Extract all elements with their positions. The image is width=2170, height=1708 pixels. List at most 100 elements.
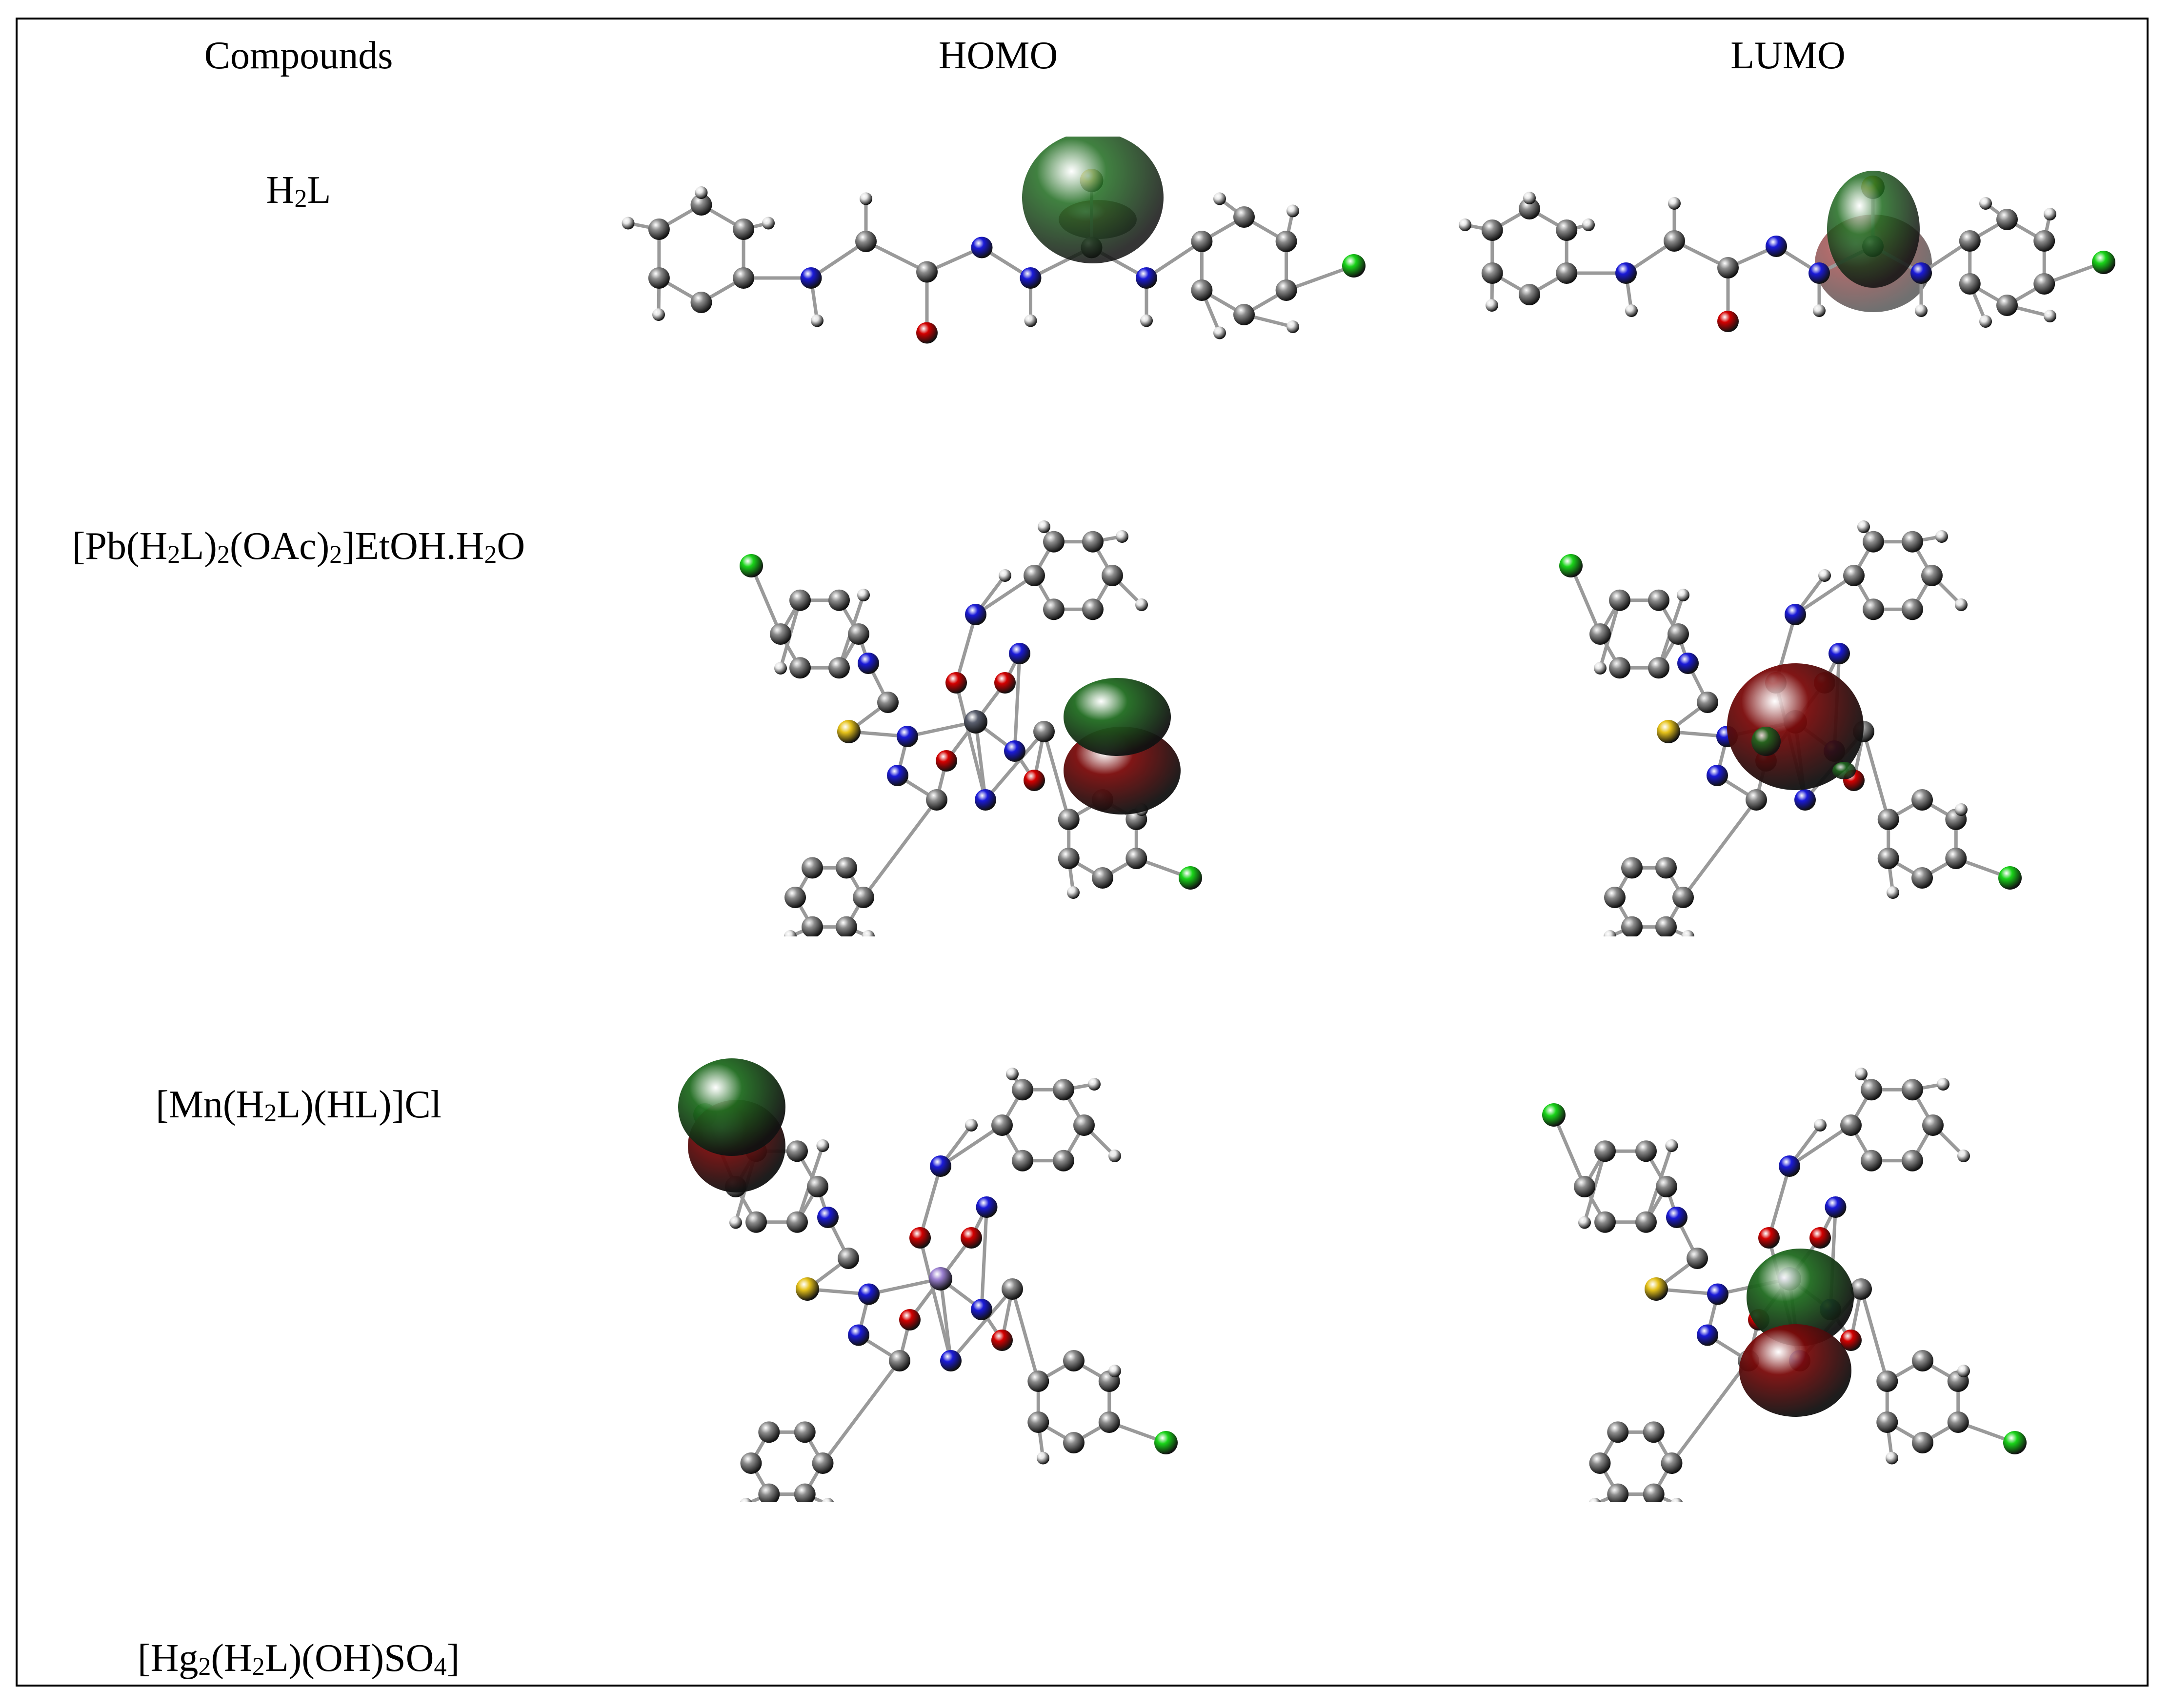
atom — [1957, 1365, 1970, 1377]
atom — [1179, 866, 1202, 890]
atom — [1004, 740, 1025, 762]
atom — [1902, 598, 1923, 620]
atom — [1840, 1114, 1862, 1136]
atom — [1785, 604, 1806, 625]
atom — [916, 322, 938, 344]
atom — [1912, 1432, 1933, 1453]
bond — [1145, 240, 1203, 279]
atom — [784, 930, 797, 936]
atom — [729, 1216, 742, 1229]
atom — [1959, 230, 1981, 252]
orbital-lobe — [1064, 678, 1171, 756]
atom — [648, 218, 670, 240]
atom — [1024, 770, 1045, 791]
bond — [810, 240, 867, 279]
atom — [862, 930, 875, 936]
atom — [991, 1330, 1013, 1351]
atom — [1645, 1277, 1668, 1301]
atom — [1937, 1078, 1949, 1091]
bond — [980, 1207, 988, 1310]
atom — [1877, 809, 1899, 830]
atom — [1635, 1211, 1657, 1233]
bond — [1670, 1359, 1750, 1465]
atom — [838, 1248, 859, 1269]
atom — [976, 1196, 998, 1218]
orbital-lobe — [1727, 663, 1864, 790]
atom — [1911, 789, 1933, 811]
atom — [1697, 692, 1718, 713]
atom — [1481, 219, 1503, 241]
atom — [1594, 1140, 1616, 1162]
molecule-render — [678, 1058, 1178, 1502]
atom — [2044, 208, 2056, 220]
atom — [1588, 1498, 1601, 1502]
atom — [1996, 295, 2018, 316]
atom — [1828, 643, 1850, 664]
orbital-lobe — [678, 1058, 785, 1156]
bond — [868, 1277, 941, 1296]
atom — [2033, 230, 2055, 252]
atom — [1857, 520, 1870, 533]
atom — [1233, 304, 1255, 325]
bond — [1286, 264, 1355, 292]
atom — [858, 1283, 880, 1305]
atom — [1609, 589, 1630, 611]
atom — [1286, 204, 1299, 218]
atom — [1955, 803, 1968, 816]
atom — [1578, 1216, 1591, 1229]
lumo-figure-row-1 — [1444, 137, 2127, 390]
atom — [1556, 219, 1578, 241]
atom — [1213, 326, 1226, 339]
formula-subscript: 2 — [484, 541, 497, 569]
atom — [745, 1211, 767, 1233]
atom — [652, 308, 665, 321]
atom — [909, 1227, 931, 1249]
atom — [889, 1350, 910, 1371]
atom — [740, 1498, 752, 1502]
atom — [1886, 1451, 1898, 1465]
atom — [794, 1483, 816, 1502]
homo-figure-row-2 — [703, 517, 1259, 936]
formula-text: L — [307, 169, 331, 212]
atom — [1233, 206, 1255, 228]
atom — [1979, 315, 1992, 328]
atom — [1067, 886, 1080, 899]
atom — [1027, 1411, 1049, 1433]
bond — [975, 574, 1035, 616]
atom — [1604, 887, 1626, 908]
atom — [1542, 1103, 1566, 1127]
atom — [622, 217, 635, 230]
atom — [1519, 284, 1540, 305]
atom — [1082, 598, 1104, 620]
atom — [971, 1299, 992, 1320]
atom — [1063, 1350, 1085, 1371]
atom — [828, 657, 850, 679]
atom — [1012, 1150, 1033, 1172]
atom — [1818, 569, 1831, 582]
atom — [1073, 1114, 1095, 1136]
atom — [802, 857, 823, 879]
atom — [1643, 1483, 1665, 1502]
atom — [994, 672, 1016, 694]
atom — [1523, 192, 1536, 204]
atom — [1589, 1452, 1611, 1474]
bond — [954, 682, 987, 800]
atom — [1717, 257, 1739, 278]
atom — [1002, 1278, 1023, 1300]
atom — [1876, 1411, 1898, 1433]
atom — [1877, 848, 1899, 869]
atom — [1625, 304, 1638, 317]
atom — [1876, 1370, 1898, 1392]
bond — [1569, 565, 1602, 635]
atom — [930, 1155, 951, 1177]
atom — [929, 1267, 952, 1291]
atom — [1582, 218, 1595, 231]
atom — [1840, 1330, 1862, 1351]
atom — [789, 657, 811, 679]
atom — [1609, 657, 1630, 679]
atom — [828, 589, 850, 611]
formula-subscript: 2 — [264, 1099, 277, 1127]
atom — [1102, 565, 1123, 586]
atom — [848, 1324, 869, 1346]
atom — [940, 1350, 962, 1371]
